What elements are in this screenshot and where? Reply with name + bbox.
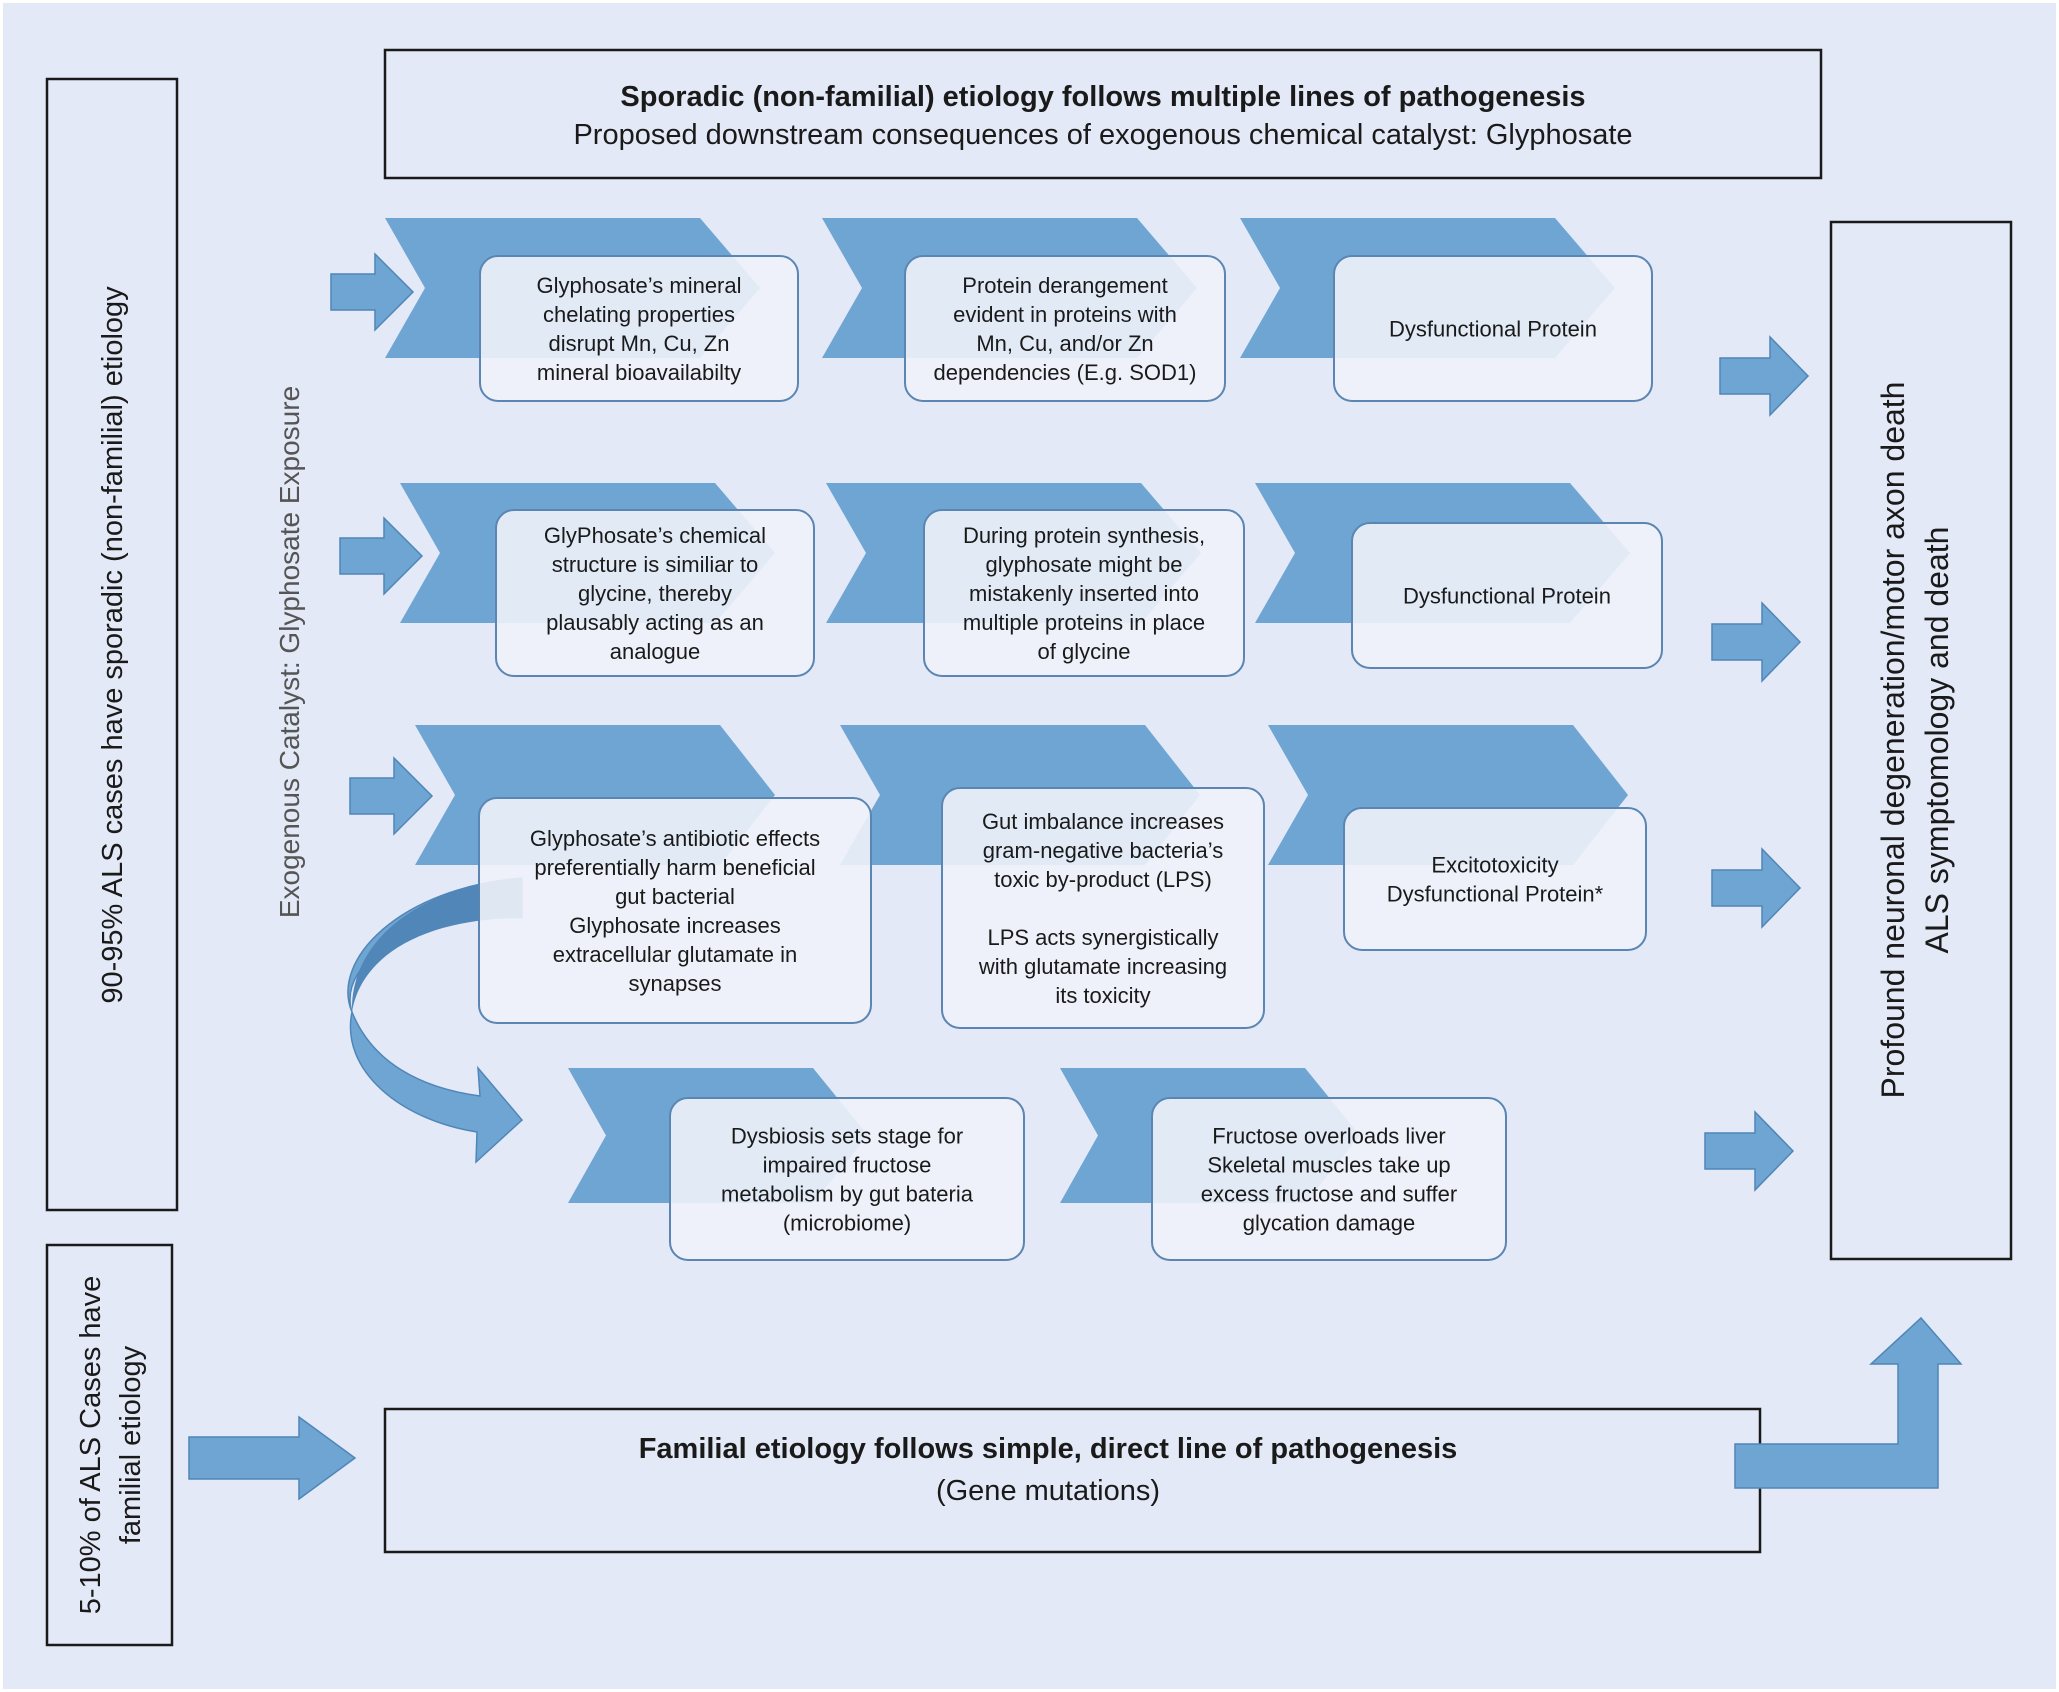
outcome-label-line2: ALS symptomology and death [1919,527,1955,954]
sporadic-header-frame [383,48,1823,180]
sporadic-percentage-frame [45,77,179,1212]
row3-box-3-line: Excitotoxicity [1431,853,1558,878]
row3-box-2-line: gram-negative bacteria’s [983,838,1224,863]
row3-box-1-frame [478,797,872,1024]
row2-box-3-frame [1351,522,1663,669]
row1-box-1-line: Glyphosate’s mineral [536,273,741,298]
familial-pathway-subtitle: (Gene mutations) [936,1475,1160,1507]
row1-box-3-frame [1333,255,1653,402]
row2-box-2-line: mistakenly inserted into [969,581,1199,606]
row1-box-1-line: mineral bioavailabilty [537,360,741,385]
row1-box-2-line: Protein derangement [962,273,1167,298]
row1-box-1-line: disrupt Mn, Cu, Zn [549,331,730,356]
row4-box-2-line: glycation damage [1243,1211,1415,1236]
row2-box-1-line: GlyPhosate’s chemical [544,523,766,548]
row3-box-1-line: extracellular glutamate in [553,942,798,967]
row2-box-2-line: During protein synthesis, [963,523,1205,548]
familial-pathway-frame [383,1407,1762,1554]
row1-box-2-frame [904,255,1226,402]
row1-box-3-line: Dysfunctional Protein [1389,317,1597,342]
row2-box-3-line: Dysfunctional Protein [1403,584,1611,609]
row2-exit-arrow [1711,601,1802,683]
flow-shapes: Glyphosate’s mineral chelating properties… [188,218,1963,1501]
sporadic-percentage-label: 90-95% ALS cases have sporadic (non-fami… [97,286,129,1004]
row1-box-2-line: Mn, Cu, and/or Zn [976,331,1153,356]
row4-box-2-line: Fructose overloads liver [1212,1124,1446,1149]
row1-box-1: Glyphosate’s mineral chelating properties… [479,255,799,402]
row3-box-2-line: Gut imbalance increases [982,809,1224,834]
row2-box-1-frame [495,509,815,677]
row1-box-3: Dysfunctional Protein [1333,255,1653,402]
row1-entry-arrow [330,252,415,332]
row3-box-1: Glyphosate’s antibiotic effects preferent… [478,797,872,1024]
row3-box-1-line: gut bacterial [615,884,735,909]
row2-box-2-line: glyphosate might be [986,552,1183,577]
row4-box-1-line: Dysbiosis sets stage for [731,1124,963,1149]
row1-box-1-frame [479,255,799,402]
outcome-panel: Profound neuronal degeneration/motor axo… [1829,220,2013,1261]
exogenous-catalyst-label: Exogenous Catalyst: Glyphosate Exposure [274,386,305,918]
row3-exit-arrow [1711,847,1802,929]
familial-entry-arrow [188,1415,357,1501]
row4-box-1-line: impaired fructose [763,1153,932,1178]
row3-box-2-frame [941,787,1265,1029]
row1-exit-arrow [1719,335,1810,417]
row3-box-2-line: toxic by-product (LPS) [994,867,1212,892]
sporadic-header-subtitle: Proposed downstream consequences of exog… [573,119,1632,151]
row3-box-3-frame [1343,807,1647,951]
row2-box-3: Dysfunctional Protein [1351,522,1663,669]
row3-box-3-line: Dysfunctional Protein* [1387,882,1604,907]
row2-box-2-frame [923,509,1245,677]
familial-pathway: Familial etiology follows simple, direct… [383,1407,1762,1554]
outcome-frame [1829,220,2013,1261]
row3-box-2-line: with glutamate increasing [978,954,1227,979]
row4-box-1-line: (microbiome) [783,1211,911,1236]
row4-box-1: Dysbiosis sets stage for impaired fructos… [669,1097,1025,1261]
row1-box-2-line: dependencies (E.g. SOD1) [934,360,1197,385]
familial-percentage-label-line1: 5-10% of ALS Cases have [75,1276,107,1615]
row3-box-1-line: Glyphosate increases [569,913,781,938]
row2-box-2: During protein synthesis, glyphosate migh… [923,509,1245,677]
row3-box-1-line: preferentially harm beneficial [534,855,815,880]
row1-box-1-line: chelating properties [543,302,735,327]
familial-percentage-frame [45,1243,174,1647]
row4-box-2-line: Skeletal muscles take up [1207,1153,1450,1178]
row2-box-1-line: analogue [610,639,701,664]
row2-entry-arrow [339,516,424,596]
familial-percentage-panel: 5-10% of ALS Cases have familial etiolog… [45,1243,174,1647]
row2-box-1-line: plausably acting as an [546,610,764,635]
row2-box-2-line: multiple proteins in place [963,610,1205,635]
row4-box-1-frame [669,1097,1025,1261]
familial-pathway-title: Familial etiology follows simple, direct… [639,1433,1458,1465]
row1-box-2: Protein derangement evident in proteins w… [904,255,1226,402]
row1-box-2-line: evident in proteins with [953,302,1177,327]
row2-box-1-line: structure is similiar to [552,552,759,577]
row3-box-2-line: LPS acts synergistically [987,925,1218,950]
row3-box-1-line: synapses [629,971,722,996]
row2-box-1: GlyPhosate’s chemical structure is simili… [495,509,815,677]
row4-box-2-frame [1151,1097,1507,1261]
row2-box-2-line: of glycine [1038,639,1131,664]
row3-box-2: Gut imbalance increases gram-negative bac… [941,787,1265,1029]
row4-box-2-line: excess fructose and suffer [1201,1182,1457,1207]
sporadic-header-title: Sporadic (non-familial) etiology follows… [620,81,1585,113]
familial-exit-arrow [1734,1316,1963,1489]
outcome-label-line1: Profound neuronal degeneration/motor axo… [1875,382,1911,1099]
row2-box-1-line: glycine, thereby [578,581,732,606]
row4-exit-arrow [1704,1110,1795,1192]
row3-entry-arrow [349,756,434,836]
row3-box-1-line: Glyphosate’s antibiotic effects [530,826,820,851]
row4-box-1-line: metabolism by gut bateria [721,1182,974,1207]
familial-percentage-label-line2: familial etiology [115,1345,147,1544]
sporadic-percentage-panel: 90-95% ALS cases have sporadic (non-fami… [45,77,179,1212]
sporadic-header: Sporadic (non-familial) etiology follows… [383,48,1823,180]
row3-box-2-line: its toxicity [1055,983,1150,1008]
